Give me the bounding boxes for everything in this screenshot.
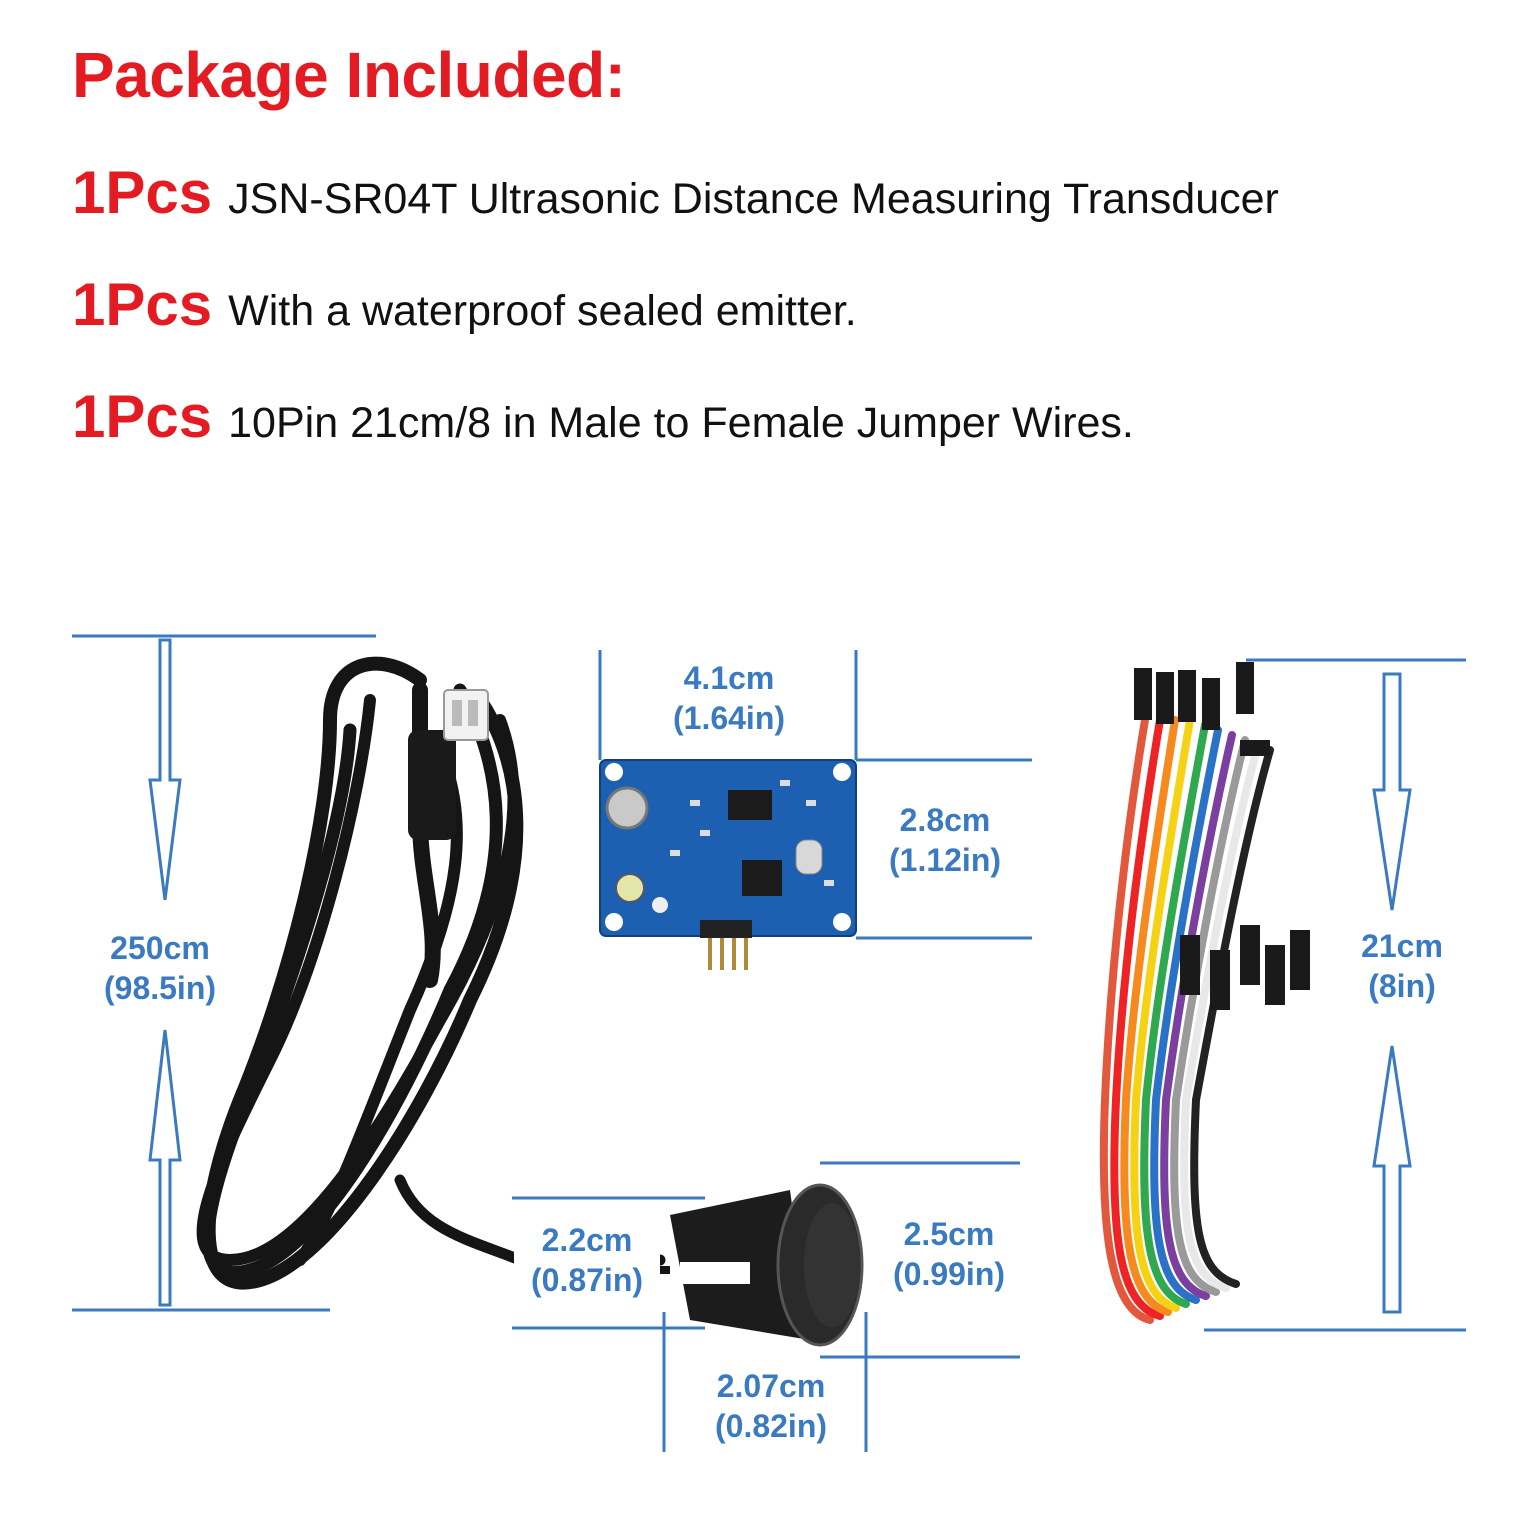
item-description: 10Pin 21cm/8 in Male to Female Jumper Wi… [228,399,1134,447]
probe-body-label: 2.07cm (0.82in) [696,1366,846,1446]
board-height-label: 2.8cm (1.12in) [870,800,1020,880]
package-title: Package Included: [72,39,626,111]
cable-length-dimension-lines [72,634,376,1312]
probe-face-label: 2.5cm (0.99in) [876,1214,1022,1294]
package-item-emitter: 1Pcs With a waterproof sealed emitter. [72,270,857,339]
item-quantity: 1Pcs [72,271,213,338]
board-width-label: 4.1cm (1.64in) [654,658,804,738]
package-item-transducer: 1Pcs JSN-SR04T Ultrasonic Distance Measu… [72,158,1279,227]
item-quantity: 1Pcs [72,159,213,226]
cable-connector-image [408,689,489,840]
pcb-board-image [599,759,857,970]
item-description: JSN-SR04T Ultrasonic Distance Measuring … [228,175,1279,223]
item-quantity: 1Pcs [72,383,213,450]
wire-length-label: 21cm (8in) [1344,926,1460,1006]
package-item-jumper-wires: 1Pcs 10Pin 21cm/8 in Male to Female Jump… [72,382,1134,451]
cable-length-label: 250cm (98.5in) [90,928,230,1008]
probe-dimension-lines [512,1161,1020,1452]
jumper-connectors-image [1134,662,1310,1010]
probe-depth-label: 2.2cm (0.87in) [514,1220,660,1300]
wire-length-dimension-lines [1204,658,1466,1332]
pcb-dimension-lines [598,650,1032,940]
sensor-probe-image [640,1183,864,1347]
jumper-wires-image [1099,716,1274,1324]
item-description: With a waterproof sealed emitter. [228,287,857,335]
